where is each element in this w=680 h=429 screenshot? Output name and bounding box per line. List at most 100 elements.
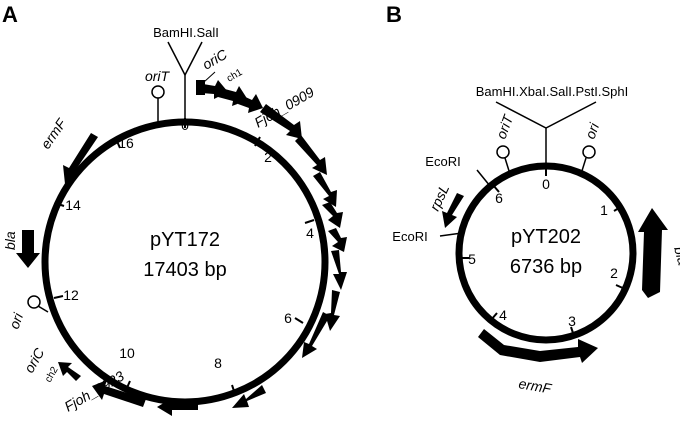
rpsl-label: rpsL bbox=[426, 182, 452, 213]
orit-label: oriT bbox=[145, 68, 171, 84]
ermf-label-b: ermF bbox=[517, 375, 553, 397]
mcs-label: BamHI.XbaI.SalI.PstI.SphI bbox=[476, 84, 628, 99]
tick-4 bbox=[304, 219, 315, 224]
gene-arrow-a5 bbox=[295, 135, 327, 175]
ori-b-circle bbox=[582, 145, 596, 159]
tick-label-6: 6 bbox=[284, 310, 292, 326]
tick-6 bbox=[294, 317, 304, 324]
gene-arrow-a7 bbox=[322, 202, 343, 228]
ermf-arrow-a bbox=[63, 133, 98, 184]
rpsl-arrow bbox=[442, 193, 464, 228]
b-tick-label-2: 2 bbox=[610, 265, 618, 281]
ermf-label-a: ermF bbox=[37, 115, 70, 152]
b-tick-label-3: 3 bbox=[568, 313, 576, 329]
gene-arrow-a11 bbox=[302, 312, 330, 358]
ecori-lower-label: EcoRI bbox=[392, 229, 427, 244]
ori-a-label: ori bbox=[6, 310, 27, 331]
b-tick-label-4: 4 bbox=[499, 307, 507, 323]
tick-label-14: 14 bbox=[65, 197, 81, 213]
tick-12 bbox=[53, 295, 64, 299]
site-branch-left bbox=[167, 41, 186, 76]
tick-10 bbox=[125, 380, 131, 391]
tick-label-2: 2 bbox=[264, 149, 272, 165]
oric-ch1-label: oriC bbox=[200, 45, 231, 72]
b-tick-3 bbox=[570, 326, 575, 337]
orit-marker-b bbox=[496, 145, 511, 175]
panel-b-letter: B bbox=[386, 2, 402, 27]
mcs-branch-right bbox=[545, 101, 597, 129]
b-tick-6 bbox=[492, 184, 500, 193]
mcs-branch-left bbox=[495, 101, 547, 129]
b-tick-4 bbox=[490, 312, 498, 321]
ermf-arrow-b bbox=[478, 329, 598, 363]
gene-arrow-b2 bbox=[157, 398, 198, 416]
b-tick-label-0: 0 bbox=[542, 176, 550, 192]
pyt172-ticks bbox=[53, 118, 315, 395]
bamhi-sali-label: BamHI.SalI bbox=[153, 25, 219, 40]
oric-ch1-block bbox=[196, 80, 205, 95]
panel-b: B pYT202 6736 bp 0 1 2 3 4 5 6 bbox=[386, 2, 680, 397]
ecori-lower-leader bbox=[439, 232, 463, 237]
mcs-site bbox=[495, 101, 597, 166]
bla-label-a: bla bbox=[2, 231, 18, 250]
gene-arrow-b1 bbox=[232, 385, 266, 408]
tick-14 bbox=[54, 202, 65, 207]
ori-marker-b bbox=[580, 145, 596, 175]
panel-a: A pYT172 17403 bp 0 2 4 6 8 10 12 14 bbox=[2, 2, 347, 416]
b-tick-label-6: 6 bbox=[495, 190, 503, 206]
orit-b-stem bbox=[504, 157, 511, 175]
bla-arrow-b bbox=[638, 208, 668, 298]
tick-2 bbox=[254, 136, 261, 147]
ori-a-circle bbox=[27, 295, 41, 309]
tick-16 bbox=[115, 138, 121, 149]
oric-ch1-subscript: ch1 bbox=[225, 67, 245, 85]
pyt172-name: pYT172 bbox=[150, 229, 220, 251]
bla-arrow-a bbox=[16, 230, 40, 268]
orit-circle bbox=[151, 85, 165, 99]
gene-arrow-a10 bbox=[325, 290, 340, 331]
pyt202-ticks bbox=[460, 166, 626, 337]
gene-arrow-b4 bbox=[58, 362, 81, 381]
bla-label-b: bla bbox=[671, 245, 680, 267]
tick-label-0: 0 bbox=[181, 117, 189, 133]
orit-marker bbox=[151, 85, 165, 123]
tick-label-12: 12 bbox=[63, 287, 79, 303]
ecori-upper-leader bbox=[476, 169, 491, 187]
oric-ch2-label: oriC bbox=[21, 344, 48, 375]
ori-a-stem bbox=[37, 305, 49, 313]
b-tick-2 bbox=[615, 284, 626, 290]
orit-b-circle bbox=[496, 145, 510, 159]
gene-arrow-b3 bbox=[92, 380, 146, 407]
gene-arrow-a9 bbox=[331, 250, 347, 290]
tick-label-4: 4 bbox=[306, 225, 314, 241]
oric-leader bbox=[203, 71, 216, 83]
gene-arrow-a6 bbox=[313, 172, 337, 207]
b-tick-label-5: 5 bbox=[468, 251, 476, 267]
b-tick-1 bbox=[613, 205, 623, 212]
gene-arrow-a3 bbox=[238, 94, 263, 113]
pyt202-backbone-circle bbox=[455, 162, 637, 344]
gene-arrow-a8 bbox=[328, 228, 347, 252]
tick-label-10: 10 bbox=[119, 345, 135, 361]
oric-ch2-subscript: ch2 bbox=[43, 365, 61, 385]
tick-label-8: 8 bbox=[214, 355, 222, 371]
ori-marker-a bbox=[27, 295, 49, 313]
site-branch-right bbox=[184, 41, 203, 76]
pyt202-tick-labels: 0 1 2 3 4 5 6 bbox=[468, 176, 618, 329]
pyt172-tick-labels: 0 2 4 6 8 10 12 14 16 bbox=[63, 117, 314, 371]
orit-b-label: oriT bbox=[493, 112, 517, 141]
fjoh-0909-gene-arrows bbox=[201, 80, 347, 358]
oric-ch1-text: oriC bbox=[200, 45, 231, 72]
ori-b-stem bbox=[580, 157, 587, 175]
tick-8 bbox=[231, 384, 236, 395]
pyt202-name: pYT202 bbox=[511, 226, 581, 248]
fjoh-0923-gene-arrows bbox=[58, 362, 266, 416]
pyt202-size: 6736 bp bbox=[510, 256, 582, 278]
ecori-upper-label: EcoRI bbox=[425, 154, 460, 169]
gene-arrow-a4 bbox=[260, 104, 302, 139]
tick-label-16: 16 bbox=[118, 135, 134, 151]
ori-b-label: ori bbox=[582, 120, 603, 141]
pyt172-size: 17403 bp bbox=[143, 259, 226, 281]
panel-a-letter: A bbox=[2, 2, 18, 27]
